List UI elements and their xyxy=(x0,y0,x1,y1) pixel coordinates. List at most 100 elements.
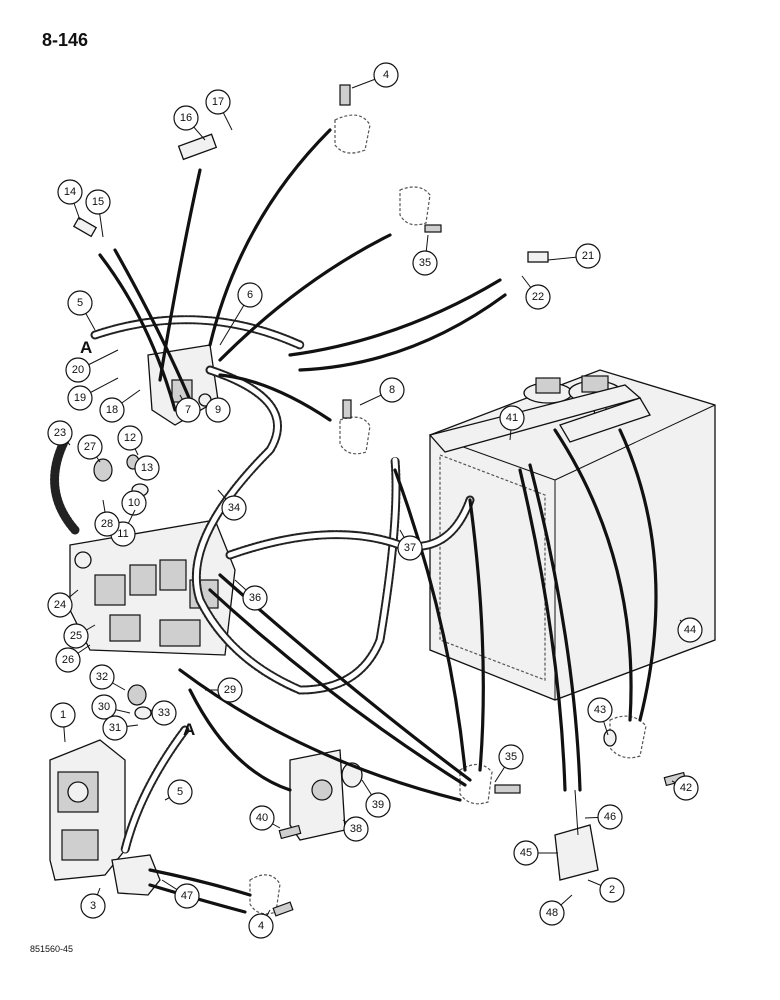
callout-29: 29 xyxy=(205,677,243,703)
callout-2: 2 xyxy=(587,877,625,903)
callout-circle xyxy=(248,913,274,939)
callout-circle xyxy=(343,816,369,842)
callout-number: 13 xyxy=(141,462,153,474)
page-title: 8-146 xyxy=(42,30,89,50)
callout-number: 5 xyxy=(77,297,83,309)
callout-number: 9 xyxy=(215,404,221,416)
callout-number: 11 xyxy=(117,528,128,540)
callout-23: 23 xyxy=(47,420,73,446)
callout-number: 45 xyxy=(520,847,532,859)
callout-number: 19 xyxy=(74,392,86,404)
callout-number: 35 xyxy=(419,257,431,269)
callout-number: 48 xyxy=(546,907,558,919)
callout-number: 32 xyxy=(96,671,108,683)
callout-circle xyxy=(67,290,93,316)
callout-number: 17 xyxy=(212,96,224,108)
callout-circle xyxy=(67,385,93,411)
callout-circle xyxy=(121,490,147,516)
callout-number: 3 xyxy=(90,900,96,912)
reservoir-tank xyxy=(429,369,716,701)
callout-circle xyxy=(174,883,200,909)
callout-circle xyxy=(412,250,438,276)
callout-19: 19 xyxy=(67,377,119,411)
callout-14: 14 xyxy=(57,179,83,221)
callout-circle xyxy=(205,397,231,423)
callout-34: 34 xyxy=(217,489,247,521)
callout-5: 5 xyxy=(67,290,96,331)
callout-circle xyxy=(89,664,115,690)
callout-22: 22 xyxy=(521,275,551,310)
callout-circle xyxy=(499,405,525,431)
callout-circle xyxy=(80,893,106,919)
callout-32: 32 xyxy=(89,664,126,691)
callout-circle xyxy=(575,243,601,269)
callout-8: 8 xyxy=(359,377,405,406)
callout-number: 27 xyxy=(84,441,96,453)
callout-35: 35 xyxy=(494,744,524,783)
callout-circle xyxy=(673,775,699,801)
callout-number: 16 xyxy=(180,112,192,124)
callout-48: 48 xyxy=(539,894,573,926)
ref-letter-a: A xyxy=(183,720,195,739)
callout-circle xyxy=(47,420,73,446)
callout-number: 12 xyxy=(124,432,136,444)
callout-36: 36 xyxy=(234,579,268,611)
callout-circle xyxy=(397,535,423,561)
callout-number: 30 xyxy=(98,701,110,713)
hydraulic-pump xyxy=(49,739,161,896)
callout-37: 37 xyxy=(397,529,423,561)
callout-circle xyxy=(117,425,143,451)
callout-circle xyxy=(498,744,524,770)
callout-25: 25 xyxy=(63,623,96,649)
callout-number: 28 xyxy=(101,518,113,530)
callout-44: 44 xyxy=(677,617,703,643)
callout-number: 8 xyxy=(389,384,395,396)
callout-6: 6 xyxy=(219,282,263,346)
callout-number: 44 xyxy=(684,624,696,636)
callout-circle xyxy=(217,677,243,703)
callout-circle xyxy=(63,623,89,649)
callout-47: 47 xyxy=(161,879,200,909)
callout-17: 17 xyxy=(205,89,233,131)
callout-number: 37 xyxy=(404,542,416,554)
callout-circle xyxy=(91,694,117,720)
callout-number: 24 xyxy=(54,599,66,611)
callout-46: 46 xyxy=(584,804,623,830)
callout-circle xyxy=(134,455,160,481)
callout-41: 41 xyxy=(499,405,525,441)
callout-circle xyxy=(525,284,551,310)
callout-number: 31 xyxy=(109,722,121,734)
callout-number: 43 xyxy=(594,704,606,716)
callout-number: 34 xyxy=(228,502,240,514)
control-valve-bank xyxy=(69,519,236,656)
callout-number: 1 xyxy=(60,709,66,721)
callout-12: 12 xyxy=(117,425,143,456)
callout-42: 42 xyxy=(671,775,699,801)
callout-number: 46 xyxy=(604,811,616,823)
callout-10: 10 xyxy=(121,490,147,516)
callout-number: 47 xyxy=(181,890,193,902)
callout-circle xyxy=(77,434,103,460)
callout-number: 29 xyxy=(224,684,236,696)
callout-number: 33 xyxy=(158,707,170,719)
callout-number: 21 xyxy=(582,250,594,262)
callout-number: 14 xyxy=(64,186,76,198)
callout-35: 35 xyxy=(412,234,438,276)
braided-hoses xyxy=(50,315,475,855)
callout-26: 26 xyxy=(55,644,91,673)
callout-circle xyxy=(99,397,125,423)
callout-circle xyxy=(249,805,275,831)
callout-circle xyxy=(55,647,81,673)
callout-number: 26 xyxy=(62,654,74,666)
callout-39: 39 xyxy=(361,779,391,818)
callout-circle xyxy=(94,511,120,537)
callout-circle xyxy=(587,697,613,723)
callout-number: 22 xyxy=(532,291,544,303)
callout-7: 7 xyxy=(175,394,201,423)
hose-clamp xyxy=(554,789,599,881)
callout-circle xyxy=(237,282,263,308)
callout-number: 38 xyxy=(350,823,362,835)
callout-circle xyxy=(205,89,231,115)
callout-27: 27 xyxy=(77,434,103,463)
